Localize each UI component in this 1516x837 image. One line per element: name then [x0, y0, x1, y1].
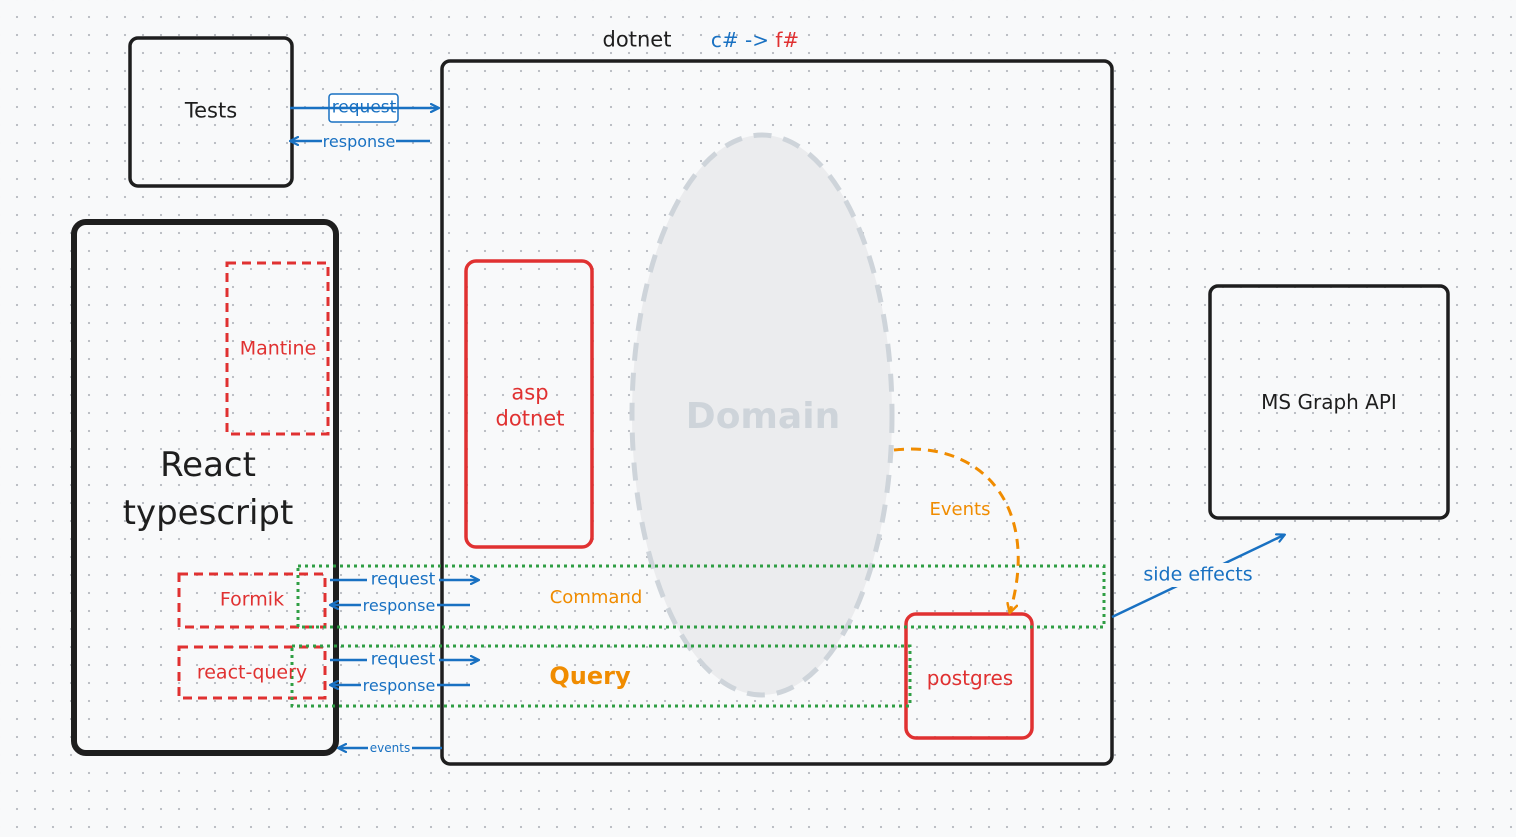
tests-request-label: request [331, 97, 397, 118]
migration-arrow: -> [744, 28, 769, 52]
migration-to: f# [775, 28, 800, 52]
label-bg [368, 741, 412, 756]
formik-box [177, 572, 327, 629]
label-bg [361, 597, 437, 614]
dotnet-title: dotnet [602, 27, 672, 52]
asp-dotnet-box [464, 259, 594, 549]
label-bg [322, 133, 396, 150]
label-bg [367, 652, 439, 670]
dotnet-container [440, 59, 1114, 766]
react-typescript-box [71, 219, 339, 756]
domain-events-label: Events [929, 499, 991, 520]
tests-response-label: response [322, 132, 396, 151]
asp-label-line1: asp [511, 380, 549, 405]
domain-events-arrow [893, 447, 1020, 612]
formik-request-label: request [370, 569, 436, 590]
ms-graph-label: MS Graph API [1261, 390, 1397, 414]
postgres-box [904, 612, 1034, 740]
query-request-label: request [370, 649, 436, 670]
query-response-label: response [362, 676, 436, 695]
migration-label: c# -> f# [711, 30, 799, 50]
command-lane-label: Command [549, 587, 643, 608]
postgres-label: postgres [926, 666, 1014, 690]
command-lane [296, 564, 1106, 629]
asp-label-line2: dotnet [495, 406, 565, 431]
query-lane [290, 644, 912, 708]
events-label: events [369, 741, 411, 755]
side-effects-label: side effects [1143, 563, 1253, 586]
tests-box [128, 36, 294, 188]
label-bg [367, 572, 439, 590]
label-bg [1142, 563, 1254, 587]
query-lane-label: Query [549, 662, 631, 690]
label-bg [361, 677, 437, 694]
react-query-label: react-query [196, 661, 308, 684]
mantine-label: Mantine [239, 337, 317, 360]
tests-label: Tests [184, 98, 238, 123]
domain-label: Domain [685, 396, 841, 437]
react-label-line2: typescript [122, 493, 294, 533]
ms-graph-box [1208, 284, 1450, 520]
migration-from: c# [710, 28, 739, 52]
formik-label: Formik [219, 588, 285, 611]
domain-ellipse [629, 132, 895, 698]
formik-response-label: response [362, 596, 436, 615]
react-query-box [177, 645, 327, 700]
mantine-box [225, 261, 330, 436]
react-label-line1: React [160, 445, 256, 485]
